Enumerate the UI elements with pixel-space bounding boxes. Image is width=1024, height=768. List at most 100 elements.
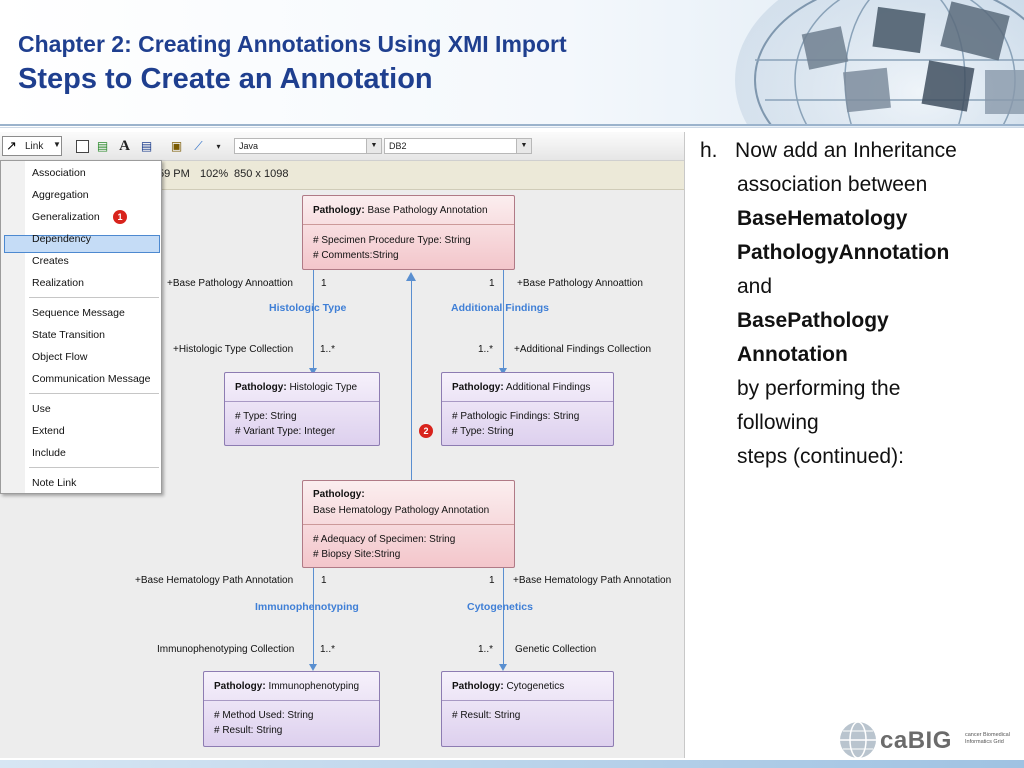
role-label: +Additional Findings Collection: [514, 344, 652, 355]
instruction-line: association between: [737, 173, 928, 196]
header-divider-thin: [0, 127, 1024, 128]
menu-separator: [29, 297, 159, 298]
role-label: +Histologic Type Collection: [173, 344, 294, 355]
multiplicity-label: 1: [489, 575, 495, 586]
uml-tool-screenshot: ↗ Link ▼ ▤ A ▤ ▣ ⟋ ▾ Java ▼ DB2 ▼ 59 PM …: [0, 132, 685, 758]
language-select[interactable]: Java ▼: [234, 138, 382, 154]
role-label: +Base Pathology Annoattion: [517, 278, 643, 289]
arrow-down-icon: [309, 664, 317, 671]
association-name: Cytogenetics: [467, 601, 533, 613]
class-divider: [303, 524, 514, 525]
instruction-line: steps (continued):: [737, 445, 904, 468]
instruction-line: by performing the: [737, 377, 901, 400]
logo-tagline: cancer Biomedical Informatics Grid: [965, 732, 1010, 745]
package-icon[interactable]: ▣: [170, 139, 183, 153]
menu-item-sequence-message[interactable]: Sequence Message: [32, 307, 125, 319]
logo-text: caBIG: [880, 727, 952, 754]
arrow-up-icon: [406, 272, 416, 281]
globe-graphic: [735, 0, 1024, 124]
chevron-down-icon[interactable]: ▼: [516, 139, 531, 153]
role-label: +Base Pathology Annoattion: [167, 278, 293, 289]
class-attribute: # Method Used: String: [214, 710, 314, 721]
role-label: Immunophenotyping Collection: [157, 644, 295, 655]
class-header: Pathology:: [313, 489, 365, 500]
link-dropdown-button[interactable]: ↗ Link ▼: [2, 136, 62, 156]
menu-item-include[interactable]: Include: [32, 447, 66, 459]
association-line: [313, 270, 314, 374]
menu-item-creates[interactable]: Creates: [32, 255, 69, 267]
menu-icon-gutter: [1, 161, 25, 493]
menu-item-aggregation[interactable]: Aggregation: [32, 189, 89, 201]
database-select[interactable]: DB2 ▼: [384, 138, 532, 154]
class-attribute: # Variant Type: Integer: [235, 426, 336, 437]
chevron-down-icon[interactable]: ▼: [366, 139, 381, 153]
menu-separator: [29, 467, 159, 468]
class-divider: [442, 401, 613, 402]
menu-item-dependency[interactable]: Dependency: [32, 233, 91, 245]
inheritance-line: [411, 280, 412, 480]
menu-item-note-link[interactable]: Note Link: [32, 477, 77, 489]
multiplicity-label: 1..*: [478, 644, 494, 655]
menu-highlight: [4, 235, 160, 253]
toolbar-overflow-icon[interactable]: ▾: [216, 142, 221, 151]
diagram-size-text: 850 x 1098: [234, 168, 289, 180]
class-cytogenetics[interactable]: Pathology: Cytogenetics # Result: String: [441, 671, 614, 747]
association-name: Immunophenotyping: [255, 601, 359, 613]
role-label: Genetic Collection: [515, 644, 597, 655]
cabig-logo: caBIG cancer Biomedical Informatics Grid: [838, 720, 1018, 760]
menu-item-generalization[interactable]: Generalization: [32, 211, 100, 223]
header-divider: [0, 124, 1024, 126]
class-additional-findings[interactable]: Pathology: Additional Findings # Patholo…: [441, 372, 614, 446]
text-tool-icon[interactable]: A: [119, 138, 130, 154]
menu-item-state-transition[interactable]: State Transition: [32, 329, 105, 341]
association-name: Histologic Type: [269, 302, 347, 314]
instruction-line: and: [737, 275, 773, 298]
time-text: 59 PM: [158, 168, 190, 180]
menu-item-realization[interactable]: Realization: [32, 277, 84, 289]
class-attribute: # Adequacy of Specimen: String: [313, 534, 456, 545]
zoom-text: 102%: [200, 168, 229, 180]
note-icon[interactable]: ▤: [96, 139, 109, 153]
class-header: Pathology: Histologic Type: [235, 382, 358, 393]
chapter-title: Chapter 2: Creating Annotations Using XM…: [18, 31, 567, 57]
class-divider: [225, 401, 379, 402]
class-header: Pathology: Base Pathology Annotation: [313, 205, 488, 216]
step-badge-2: 2: [419, 424, 433, 438]
menu-item-object-flow[interactable]: Object Flow: [32, 351, 88, 363]
class-immunophenotyping[interactable]: Pathology: Immunophenotyping # Method Us…: [203, 671, 380, 747]
link-type-menu: Association Aggregation Generalization 1…: [0, 160, 162, 494]
multiplicity-label: 1..*: [320, 644, 336, 655]
class-divider: [442, 700, 613, 701]
class-name-bold: BasePathology: [737, 309, 889, 332]
globe-icon: [840, 721, 876, 759]
step-marker: h.: [700, 139, 718, 162]
class-shape-icon[interactable]: [76, 140, 89, 153]
document-icon[interactable]: ▤: [140, 139, 153, 153]
menu-item-communication-message[interactable]: Communication Message: [32, 373, 151, 385]
menu-item-association[interactable]: Association: [32, 167, 86, 179]
association-line: [503, 270, 504, 374]
instruction-text: h. Now add an Inheritance association be…: [700, 134, 1020, 474]
menu-item-use[interactable]: Use: [32, 403, 51, 415]
step-badge-1: 1: [113, 210, 127, 224]
language-value: Java: [239, 141, 259, 151]
multiplicity-label: 1..*: [320, 344, 336, 355]
class-base-pathology-annotation[interactable]: Pathology: Base Pathology Annotation # S…: [302, 195, 515, 270]
association-line: [503, 568, 504, 668]
menu-item-extend[interactable]: Extend: [32, 425, 65, 437]
class-histologic-type[interactable]: Pathology: Histologic Type # Type: Strin…: [224, 372, 380, 446]
line-tool-icon[interactable]: ⟋: [194, 139, 203, 153]
instruction-line: PathologyAnnotation: [700, 236, 1020, 270]
slide-header: Chapter 2: Creating Annotations Using XM…: [0, 0, 1024, 128]
footer-bar: [0, 760, 1024, 768]
instruction-line: BasePathology: [700, 304, 1020, 338]
class-attribute: # Biopsy Site:String: [313, 549, 401, 560]
role-label: +Base Hematology Path Annotation: [513, 575, 672, 586]
class-base-hematology-pathology-annotation[interactable]: Pathology: Base Hematology Pathology Ann…: [302, 480, 515, 568]
class-attribute: # Pathologic Findings: String: [452, 411, 580, 422]
multiplicity-label: 1: [489, 278, 495, 289]
arrow-down-icon: [499, 664, 507, 671]
diagram-toolbar: ↗ Link ▼ ▤ A ▤ ▣ ⟋ ▾ Java ▼ DB2 ▼: [0, 132, 684, 161]
class-attribute: # Result: String: [214, 725, 283, 736]
database-value: DB2: [389, 141, 407, 151]
